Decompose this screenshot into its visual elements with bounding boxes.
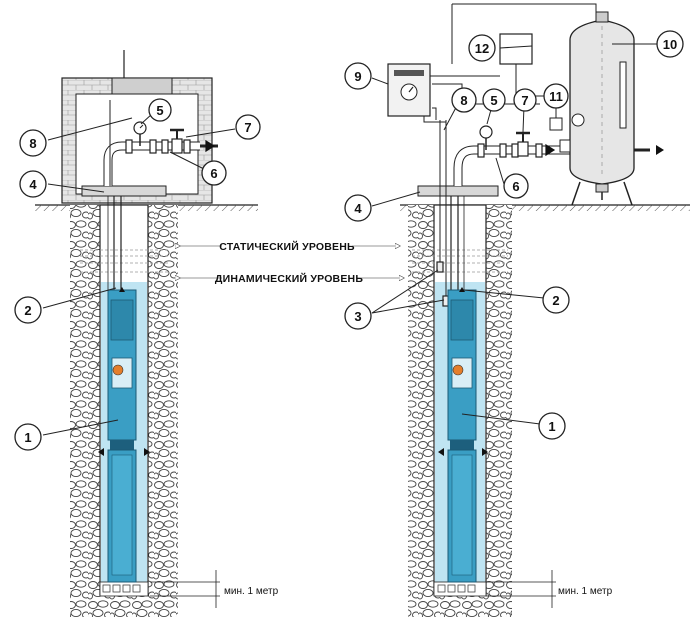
left-pump (98, 287, 150, 583)
right-wiring (423, 3, 597, 123)
callout-right-6: 6 (503, 173, 529, 199)
svg-text:1: 1 (24, 430, 31, 445)
right-pipework (436, 120, 572, 307)
callout-right-9: 9 (344, 62, 372, 90)
dynamic-level-label: ДИНАМИЧЕСКИЙ УРОВЕНЬ (215, 272, 363, 285)
callout-right-5: 5 (482, 88, 506, 112)
left-gravel-bottom (90, 595, 158, 617)
callout-left-2: 2 (14, 296, 42, 324)
svg-text:4: 4 (29, 177, 37, 192)
svg-text:10: 10 (663, 37, 677, 52)
pressure-switch-box (499, 33, 533, 65)
right-min-depth-label: мин. 1 метр (558, 586, 613, 597)
callout-left-7: 7 (235, 114, 261, 140)
callout-right-7: 7 (513, 88, 537, 112)
control-box (387, 63, 431, 117)
callout-right-12: 12 (468, 34, 496, 62)
svg-text:6: 6 (210, 166, 217, 181)
callout-right-4: 4 (344, 194, 372, 222)
svg-text:12: 12 (475, 41, 489, 56)
svg-text:5: 5 (156, 103, 163, 118)
svg-text:5: 5 (490, 93, 497, 108)
callout-left-6: 6 (201, 160, 227, 186)
static-level-label: СТАТИЧЕСКИЙ УРОВЕНЬ (219, 240, 355, 253)
callout-left-5: 5 (148, 98, 172, 122)
right-gravel-bottom (428, 595, 490, 617)
svg-text:8: 8 (460, 93, 467, 108)
svg-text:2: 2 (552, 293, 559, 308)
left-pipework (103, 100, 218, 290)
callout-right-11: 11 (543, 83, 569, 109)
callout-left-4: 4 (19, 170, 47, 198)
callout-right-10: 10 (656, 30, 684, 58)
svg-text:1: 1 (548, 419, 555, 434)
callout-right-2: 2 (542, 286, 570, 314)
callout-right-3: 3 (344, 302, 372, 330)
callout-right-8: 8 (451, 87, 477, 113)
svg-text:2: 2 (24, 303, 31, 318)
callout-right-1: 1 (538, 412, 566, 440)
right-min-depth-marker (486, 570, 556, 608)
svg-text:9: 9 (354, 69, 361, 84)
left-min-depth-marker (150, 570, 220, 608)
pressure-tank (549, 11, 664, 206)
left-gravel-wall-l (70, 205, 100, 617)
right-gravel-wall-r (486, 205, 512, 617)
svg-text:7: 7 (521, 93, 528, 108)
svg-text:7: 7 (244, 120, 251, 135)
svg-text:11: 11 (549, 89, 563, 104)
left-min-depth-label: мин. 1 метр (224, 586, 279, 597)
svg-text:8: 8 (29, 136, 36, 151)
svg-text:3: 3 (354, 309, 361, 324)
right-installation: мин. 1 метр 9 8 5 7 11 12 10 6 4 3 2 1 (344, 3, 690, 617)
right-gravel-wall-l (408, 205, 434, 617)
svg-text:4: 4 (354, 201, 362, 216)
water-level-labels: СТАТИЧЕСКИЙ УРОВЕНЬ ДИНАМИЧЕСКИЙ УРОВЕНЬ (180, 240, 404, 285)
svg-text:6: 6 (512, 179, 519, 194)
left-gravel-wall-r (148, 205, 178, 617)
left-installation: мин. 1 метр 8 4 2 1 5 6 7 (14, 50, 279, 617)
right-callouts (371, 43, 658, 425)
callout-left-8: 8 (19, 129, 47, 157)
callout-left-1: 1 (14, 423, 42, 451)
